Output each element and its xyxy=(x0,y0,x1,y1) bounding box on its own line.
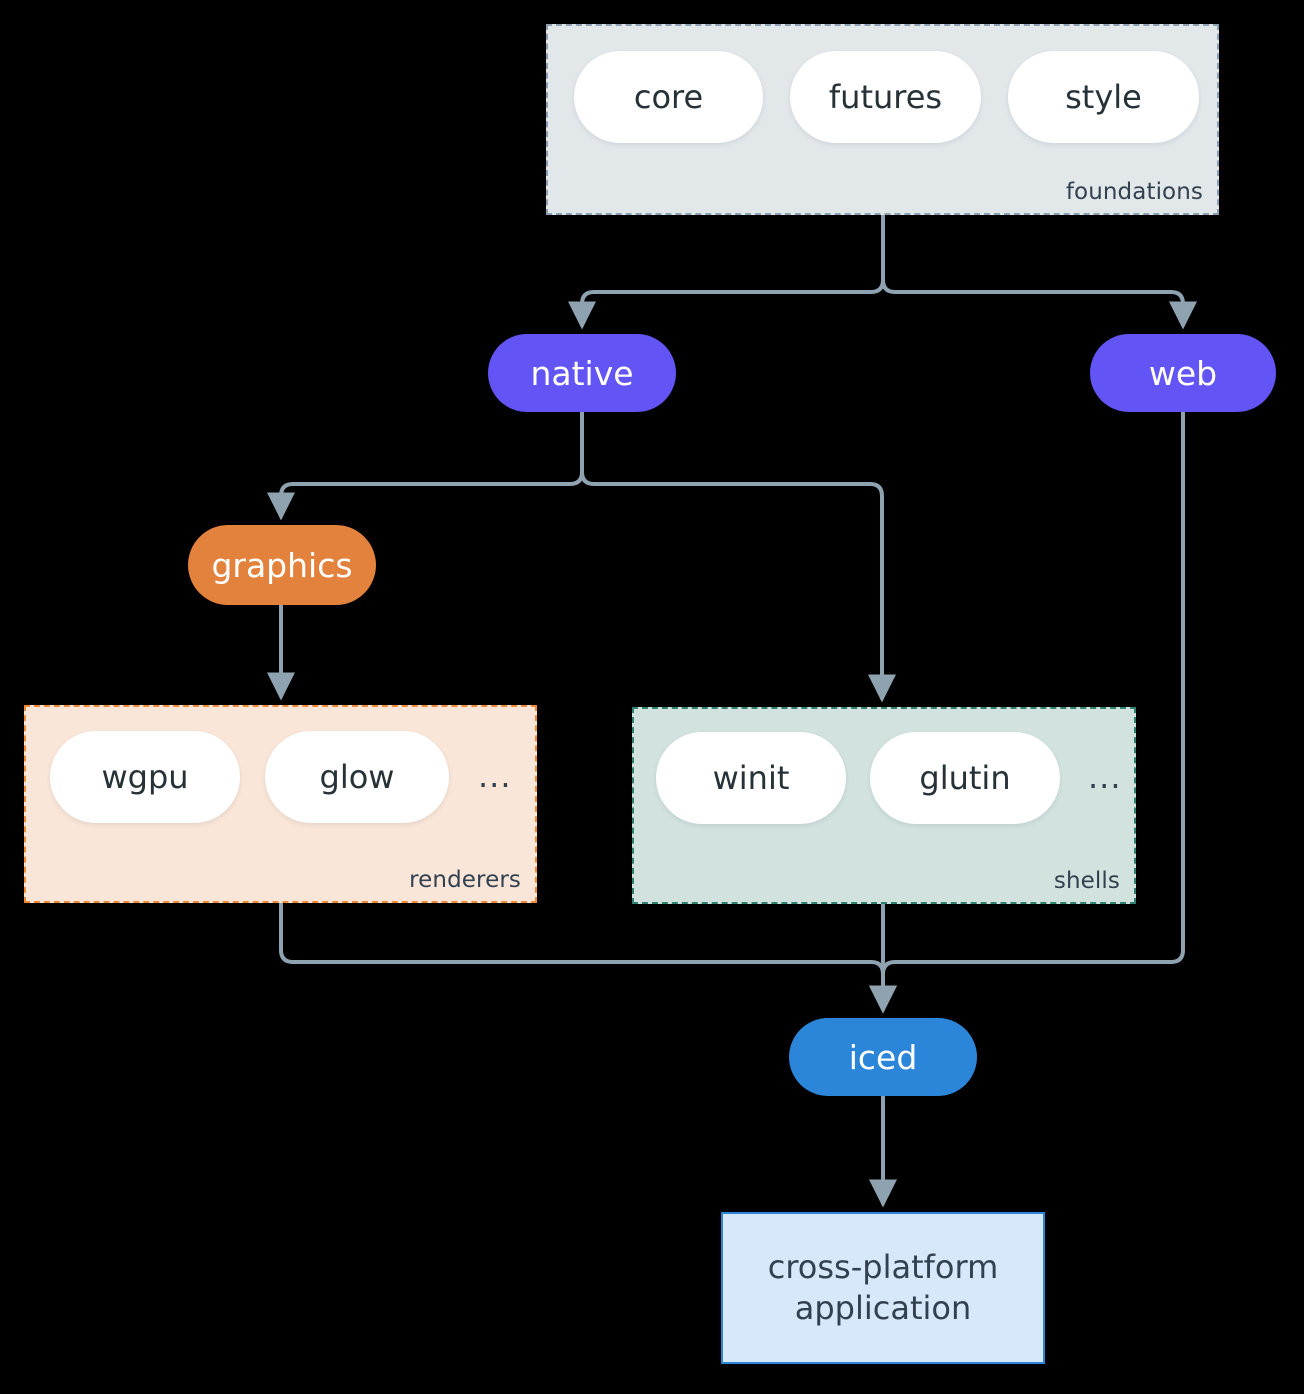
node-application-label-line2: application xyxy=(794,1289,972,1327)
node-futures-label: futures xyxy=(828,78,943,116)
node-futures[interactable]: futures xyxy=(790,51,981,143)
edge-foundations-native xyxy=(568,214,885,330)
node-winit[interactable]: winit xyxy=(656,732,846,824)
edge-native-graphics xyxy=(267,411,584,521)
node-cross-platform-application[interactable]: cross-platform application xyxy=(721,1212,1045,1364)
edge-foundations-web xyxy=(881,214,1197,330)
edge-renderers-iced xyxy=(279,902,897,1014)
node-native[interactable]: native xyxy=(488,334,676,412)
node-core-label: core xyxy=(633,78,704,116)
node-glow[interactable]: glow xyxy=(265,731,449,823)
cluster-shells-row: winit glutin ... xyxy=(656,732,1126,824)
node-style[interactable]: style xyxy=(1008,51,1199,143)
node-wgpu-label: wgpu xyxy=(101,758,189,796)
node-graphics[interactable]: graphics xyxy=(188,525,376,605)
node-glutin-label: glutin xyxy=(919,759,1011,797)
cluster-renderers-row: wgpu glow ... xyxy=(50,731,516,823)
node-wgpu[interactable]: wgpu xyxy=(50,731,240,823)
cluster-foundations: core futures style foundations xyxy=(546,24,1219,215)
cluster-renderers: wgpu glow ... renderers xyxy=(24,705,537,903)
node-core[interactable]: core xyxy=(574,51,763,143)
node-web[interactable]: web xyxy=(1090,334,1276,412)
node-winit-label: winit xyxy=(712,759,790,797)
node-application-label-line1: cross-platform xyxy=(767,1248,999,1287)
node-glutin[interactable]: glutin xyxy=(870,732,1060,824)
node-iced-label: iced xyxy=(848,1037,918,1077)
cluster-shells: winit glutin ... shells xyxy=(632,707,1136,904)
cluster-foundations-label: foundations xyxy=(1065,179,1203,205)
node-graphics-label: graphics xyxy=(211,545,353,585)
node-glow-label: glow xyxy=(319,758,395,796)
cluster-shells-label: shells xyxy=(1053,868,1120,894)
edge-native-shells xyxy=(580,411,896,703)
renderers-ellipsis: ... xyxy=(478,757,512,796)
cluster-foundations-row: core futures style xyxy=(574,51,1199,143)
node-iced[interactable]: iced xyxy=(789,1018,977,1096)
node-web-label: web xyxy=(1148,353,1218,393)
shells-ellipsis: ... xyxy=(1088,758,1122,797)
node-style-label: style xyxy=(1065,78,1142,116)
cluster-renderers-label: renderers xyxy=(409,867,521,893)
node-native-label: native xyxy=(530,353,634,393)
